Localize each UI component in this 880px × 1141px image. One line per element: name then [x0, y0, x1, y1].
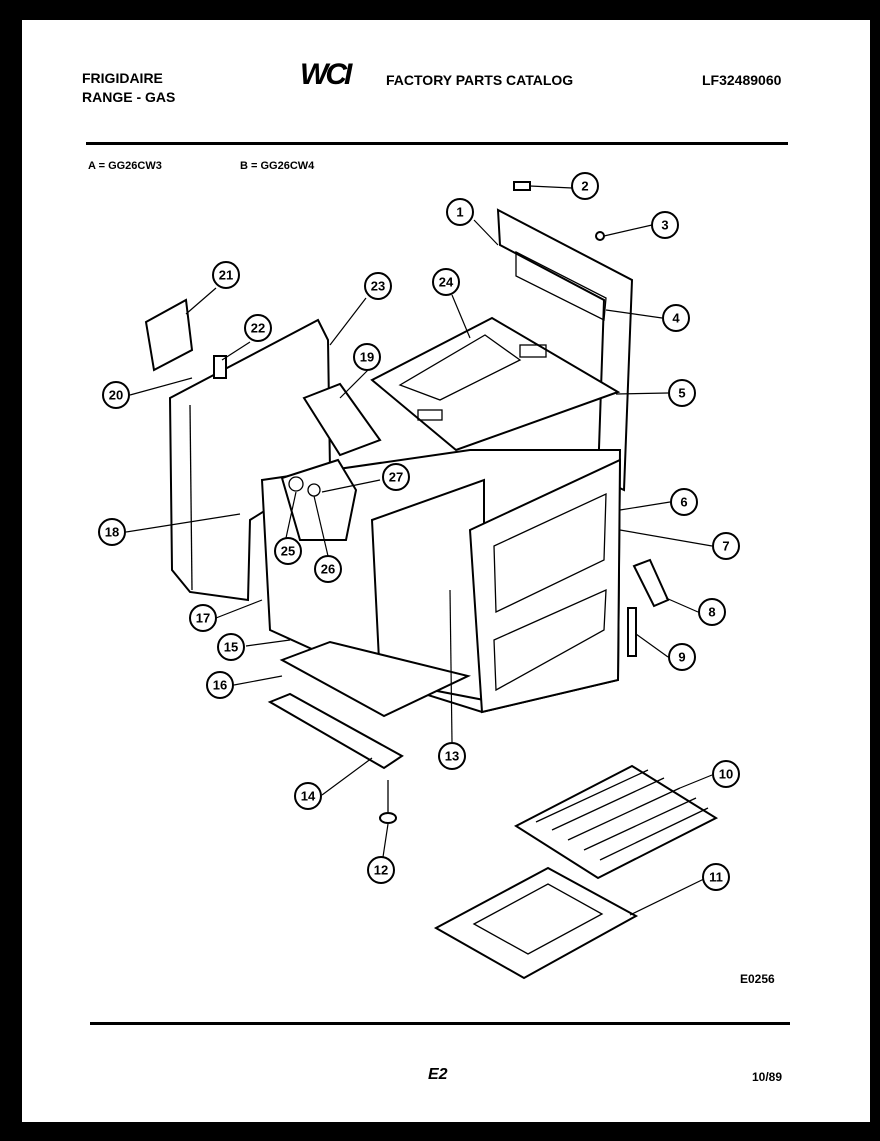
callout-4: 4: [662, 304, 690, 332]
callout-11: 11: [702, 863, 730, 891]
svg-text:1: 1: [456, 205, 463, 220]
callout-5: 5: [668, 379, 696, 407]
callout-16: 16: [206, 671, 234, 699]
svg-text:19: 19: [360, 350, 374, 365]
svg-text:12: 12: [374, 863, 388, 878]
callout-group: 1 2 3 4 5 6 7 8 9 10 11 12 13 14 15 16 1…: [98, 172, 740, 891]
callout-1: 1: [446, 198, 474, 226]
svg-text:6: 6: [680, 495, 687, 510]
callout-18: 18: [98, 518, 126, 546]
svg-text:25: 25: [281, 544, 295, 559]
callout-24: 24: [432, 268, 460, 296]
callout-13: 13: [438, 742, 466, 770]
model-b-label: B = GG26CW4: [240, 160, 315, 172]
svg-text:3: 3: [661, 218, 668, 233]
svg-text:14: 14: [301, 789, 316, 804]
svg-text:10: 10: [719, 767, 733, 782]
leg-leveler-part: [379, 780, 397, 824]
bottom-panel-part: [279, 640, 471, 718]
callout-21: 21: [212, 261, 240, 289]
svg-text:23: 23: [371, 279, 385, 294]
svg-text:22: 22: [251, 321, 265, 336]
side-panel-part: [168, 318, 332, 602]
leader-lines: [125, 185, 713, 916]
callout-20: 20: [102, 381, 130, 409]
product-label: RANGE - GAS: [82, 89, 176, 105]
screw-part: [595, 231, 605, 241]
door-hinge-part: [632, 558, 670, 608]
svg-text:2: 2: [581, 179, 588, 194]
svg-text:18: 18: [105, 525, 119, 540]
callout-9: 9: [668, 643, 696, 671]
callout-6: 6: [670, 488, 698, 516]
svg-text:20: 20: [109, 388, 123, 403]
svg-text:26: 26: [321, 562, 335, 577]
callout-25: 25: [274, 537, 302, 565]
svg-text:27: 27: [389, 470, 403, 485]
footer-date: 10/89: [752, 1070, 783, 1084]
callout-2: 2: [571, 172, 599, 200]
callout-23: 23: [364, 272, 392, 300]
svg-text:7: 7: [722, 539, 729, 554]
callout-3: 3: [651, 211, 679, 239]
callout-15: 15: [217, 633, 245, 661]
svg-text:5: 5: [678, 386, 685, 401]
callout-12: 12: [367, 856, 395, 884]
clip-part: [513, 181, 531, 191]
kick-plate-part: [267, 692, 404, 770]
oven-rack-part: [513, 764, 719, 880]
diagram-code: E0256: [740, 972, 775, 986]
callout-14: 14: [294, 782, 322, 810]
wci-logo: WCI: [300, 58, 352, 91]
broiler-pan-part: [433, 866, 639, 980]
page-number: E2: [428, 1066, 448, 1083]
svg-text:8: 8: [708, 605, 715, 620]
svg-text:16: 16: [213, 678, 227, 693]
svg-text:4: 4: [672, 311, 680, 326]
svg-text:21: 21: [219, 268, 233, 283]
valve-bracket-part: [280, 458, 358, 541]
model-a-label: A = GG26CW3: [88, 160, 162, 172]
callout-7: 7: [712, 532, 740, 560]
catalog-number: LF32489060: [702, 72, 782, 88]
deflector-part: [302, 382, 382, 457]
callout-17: 17: [189, 604, 217, 632]
callout-8: 8: [698, 598, 726, 626]
header-rule: [86, 142, 788, 145]
top-panel-part: [370, 316, 621, 452]
callout-10: 10: [712, 760, 740, 788]
callout-26: 26: [314, 555, 342, 583]
callout-19: 19: [353, 343, 381, 371]
svg-text:9: 9: [678, 650, 685, 665]
callout-27: 27: [382, 463, 410, 491]
heat-shield-part: [144, 298, 194, 372]
svg-text:13: 13: [445, 749, 459, 764]
svg-text:15: 15: [224, 640, 238, 655]
svg-text:24: 24: [439, 275, 454, 290]
hinge-spring-part: [627, 607, 637, 657]
catalog-title: FACTORY PARTS CATALOG: [386, 72, 574, 88]
callout-22: 22: [244, 314, 272, 342]
svg-text:11: 11: [709, 870, 723, 885]
brand-label: FRIGIDAIRE: [82, 70, 163, 86]
bracket-part: [213, 355, 227, 379]
svg-text:17: 17: [196, 611, 210, 626]
footer-rule: [90, 1022, 790, 1025]
